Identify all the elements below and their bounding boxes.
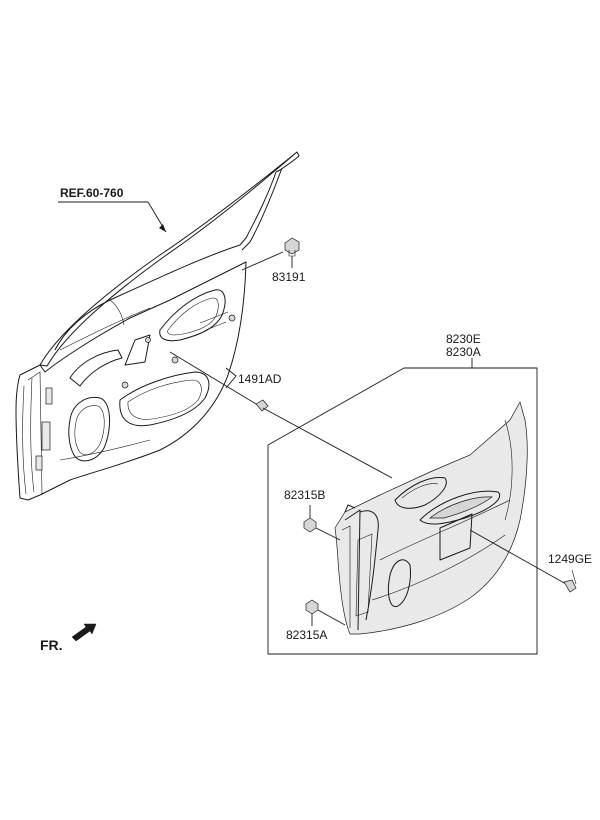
part-1491AD-label: 1491AD	[238, 372, 282, 386]
door-trim-panel	[334, 401, 528, 635]
clip-82315A	[305, 599, 346, 626]
leader-1491AD	[225, 367, 237, 389]
screw-1249GE	[469, 529, 577, 593]
clip-83191	[284, 237, 300, 268]
part-1249GE-label: 1249GE	[548, 552, 593, 566]
clip-1491AD	[255, 399, 269, 412]
part-8230E-label: 8230E	[446, 332, 481, 346]
part-82315A-label: 82315A	[286, 628, 328, 642]
panel-box	[267, 367, 538, 655]
arrow-icon	[71, 623, 97, 642]
front-direction-label: FR.	[40, 637, 63, 653]
part-8230A-label: 8230A	[446, 345, 481, 359]
ref-label: REF.60-760	[60, 186, 124, 200]
clip-82315B	[303, 517, 341, 541]
door-frame	[15, 151, 300, 501]
part-83191-label: 83191	[272, 270, 306, 284]
leader-83191	[241, 251, 284, 271]
part-82315B-label: 82315B	[284, 488, 326, 502]
